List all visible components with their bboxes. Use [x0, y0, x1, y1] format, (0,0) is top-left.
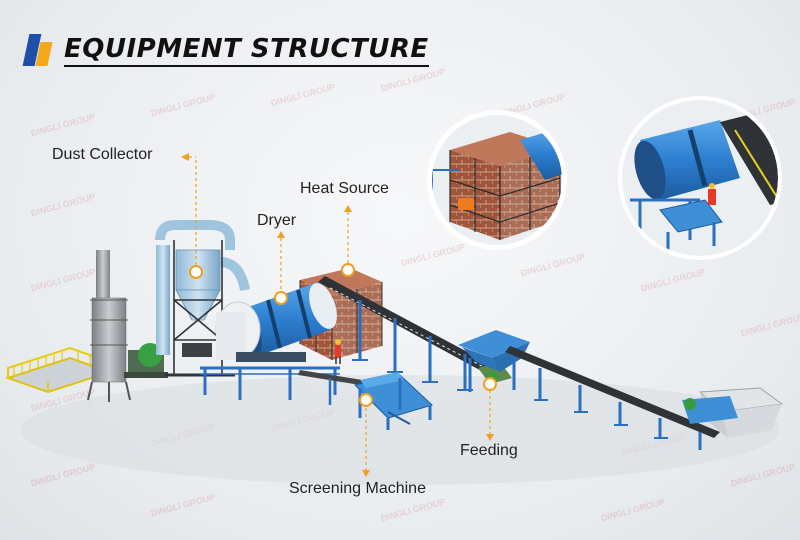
callout-arrows [181, 153, 494, 477]
label-screening-machine: Screening Machine [289, 480, 426, 497]
marker-dust-collector [189, 265, 203, 279]
dryer-detail-inset [618, 96, 782, 260]
marker-heat-source [341, 263, 355, 277]
worker-figure [335, 339, 341, 364]
arrow-down-icon [362, 470, 370, 477]
receiving-hopper [682, 387, 784, 438]
arrow-up-icon [277, 231, 285, 238]
label-dryer: Dryer [257, 212, 297, 229]
label-dust-collector: Dust Collector [52, 146, 153, 163]
chimney [87, 250, 131, 402]
heat-source-detail-inset [427, 110, 567, 250]
dust-collector-cyclone [155, 220, 250, 377]
feeding-belt-conveyor [505, 346, 720, 450]
arrow-down-icon [486, 434, 494, 441]
marker-feeding [483, 377, 497, 391]
callout-markers [189, 263, 497, 407]
marker-screening [359, 393, 373, 407]
page-title: EQUIPMENT STRUCTURE [64, 33, 429, 67]
marker-dryer [274, 291, 288, 305]
header: EQUIPMENT STRUCTURE [22, 30, 429, 70]
arrow-up-icon [344, 205, 352, 212]
callout-lines [195, 160, 491, 470]
arrow-left-icon [181, 153, 189, 161]
label-feeding: Feeding [460, 442, 518, 459]
induced-draft-fan [124, 343, 168, 378]
feeding-hopper [458, 330, 530, 392]
rotary-dryer-drum [200, 282, 340, 400]
label-heat-source: Heat Source [300, 180, 389, 197]
